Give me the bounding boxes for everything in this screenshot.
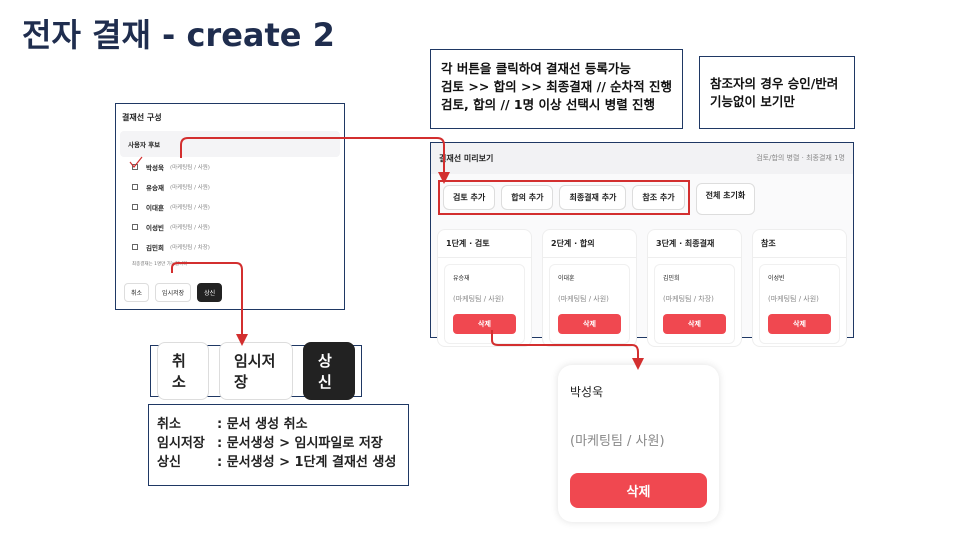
user-checkbox[interactable] bbox=[132, 204, 138, 210]
user-checkbox[interactable] bbox=[132, 224, 138, 230]
stage-title: 3단계 · 최종결재 bbox=[648, 230, 741, 258]
approver-name: 김민희 bbox=[663, 275, 680, 282]
approver-card: 김민희 (마케팅팀 / 차장) 삭제 bbox=[654, 264, 735, 344]
user-name: 김민희 bbox=[146, 244, 164, 252]
user-checkbox[interactable] bbox=[132, 184, 138, 190]
legend-key: 취소 bbox=[157, 417, 181, 432]
legend-desc: : 문서생성 > 1단계 결재선 생성 bbox=[217, 455, 397, 470]
note-line: 참조자의 경우 승인/반려 bbox=[710, 76, 839, 91]
approver-card-zoom: 박성욱 (마케팅팀 / 사원) 삭제 bbox=[558, 365, 719, 522]
note-line: 검토, 합의 // 1명 이상 선택시 병렬 진행 bbox=[441, 97, 656, 112]
user-dept: (마케팅팀 / 사원) bbox=[169, 185, 210, 191]
user-dept: (마케팅팀 / 사원) bbox=[169, 165, 210, 171]
submit-button[interactable]: 상신 bbox=[303, 342, 355, 400]
user-name: 이대훈 bbox=[146, 204, 164, 212]
delete-button[interactable]: 삭제 bbox=[453, 314, 516, 334]
approver-name: 유승재 bbox=[453, 275, 470, 282]
user-row[interactable]: 이성빈 (마케팅팀 / 사원) bbox=[116, 217, 344, 237]
buttons-zoom: 취소 임시저장 상신 bbox=[150, 342, 362, 400]
user-dept: (마케팅팀 / 차장) bbox=[169, 245, 210, 251]
save-draft-button[interactable]: 임시저장 bbox=[219, 342, 293, 400]
note-line: 검토 >> 합의 >> 최종결재 // 순차적 진행 bbox=[441, 79, 672, 94]
approver-dept: (마케팅팀 / 차장) bbox=[663, 295, 714, 303]
stage-title: 참조 bbox=[753, 230, 846, 258]
user-dept: (마케팅팀 / 사원) bbox=[169, 205, 210, 211]
add-review-button[interactable]: 검토 추가 bbox=[443, 185, 496, 210]
approver-card: 이성빈 (마케팅팀 / 사원) 삭제 bbox=[759, 264, 840, 344]
add-reference-button[interactable]: 참조 추가 bbox=[632, 185, 685, 210]
add-buttons-group: 검토 추가 합의 추가 최종결재 추가 참조 추가 bbox=[438, 180, 690, 215]
user-name: 이성빈 bbox=[146, 224, 164, 232]
save-draft-button[interactable]: 임시저장 bbox=[155, 283, 192, 302]
user-name: 박성욱 bbox=[146, 164, 164, 172]
add-agreement-button[interactable]: 합의 추가 bbox=[501, 185, 554, 210]
submit-button[interactable]: 상신 bbox=[197, 283, 223, 302]
cancel-button[interactable]: 취소 bbox=[124, 283, 150, 302]
legend-row: 상신 : 문서생성 > 1단계 결재선 생성 bbox=[157, 453, 400, 472]
stage-title: 1단계 · 검토 bbox=[438, 230, 531, 258]
cancel-button[interactable]: 취소 bbox=[157, 342, 209, 400]
delete-button[interactable]: 삭제 bbox=[558, 314, 621, 334]
reset-all-button[interactable]: 전체 초기화 bbox=[695, 183, 756, 215]
approval-line-panel: 결재선 구성 사용자 후보 박성욱 (마케팅팀 / 사원) 유승재 (마케팅팀 / 사… bbox=[115, 103, 345, 310]
note-line: 기능없이 보기만 bbox=[710, 94, 795, 109]
approver-name: 박성욱 bbox=[570, 385, 604, 399]
hint-text: 최종결재는 1명만 가능합니다 bbox=[132, 262, 188, 267]
user-row[interactable]: 이대훈 (마케팅팀 / 사원) bbox=[116, 197, 344, 217]
user-name: 유승재 bbox=[146, 184, 164, 192]
approver-dept: (마케팅팀 / 사원) bbox=[558, 295, 609, 303]
user-checkbox[interactable] bbox=[132, 164, 138, 170]
delete-button[interactable]: 삭제 bbox=[768, 314, 831, 334]
legend-key: 임시저장 bbox=[157, 436, 205, 451]
candidates-header: 사용자 후보 bbox=[120, 131, 340, 157]
approver-card: 이대훈 (마케팅팀 / 사원) 삭제 bbox=[549, 264, 630, 344]
approver-dept: (마케팅팀 / 사원) bbox=[570, 434, 665, 449]
preview-heading: 결재선 미리보기 bbox=[439, 154, 494, 163]
add-final-approval-button[interactable]: 최종결재 추가 bbox=[559, 185, 627, 210]
user-row[interactable]: 박성욱 (마케팅팀 / 사원) bbox=[116, 157, 344, 177]
legend-desc: : 문서생성 > 임시파일로 저장 bbox=[217, 436, 383, 451]
panel-heading: 결재선 구성 bbox=[122, 113, 162, 122]
preview-panel: 결재선 미리보기 검토/합의 병렬 · 최종결재 1명 검토 추가 합의 추가 최… bbox=[430, 142, 854, 347]
delete-button[interactable]: 삭제 bbox=[570, 473, 707, 508]
legend-key: 상신 bbox=[157, 455, 181, 470]
legend-desc: : 문서 생성 취소 bbox=[217, 417, 308, 432]
preview-summary: 검토/합의 병렬 · 최종결재 1명 bbox=[756, 154, 845, 162]
approver-name: 이대훈 bbox=[558, 275, 575, 282]
approver-dept: (마케팅팀 / 사원) bbox=[453, 295, 504, 303]
approver-card: 유승재 (마케팅팀 / 사원) 삭제 bbox=[444, 264, 525, 344]
instruction-note: 각 버튼을 클릭하여 결재선 등록가능 검토 >> 합의 >> 최종결재 // … bbox=[430, 49, 683, 129]
approver-name: 이성빈 bbox=[768, 275, 785, 282]
legend-row: 임시저장 : 문서생성 > 임시파일로 저장 bbox=[157, 434, 400, 453]
page-title: 전자 결재 - create 2 bbox=[22, 16, 335, 54]
user-checkbox[interactable] bbox=[132, 244, 138, 250]
delete-button[interactable]: 삭제 bbox=[663, 314, 726, 334]
user-row[interactable]: 유승재 (마케팅팀 / 사원) bbox=[116, 177, 344, 197]
approver-dept: (마케팅팀 / 사원) bbox=[768, 295, 819, 303]
user-dept: (마케팅팀 / 사원) bbox=[169, 225, 210, 231]
reference-note: 참조자의 경우 승인/반려 기능없이 보기만 bbox=[699, 56, 855, 129]
legend-row: 취소 : 문서 생성 취소 bbox=[157, 415, 400, 434]
stage-title: 2단계 · 합의 bbox=[543, 230, 636, 258]
note-line: 각 버튼을 클릭하여 결재선 등록가능 bbox=[441, 61, 631, 76]
user-row[interactable]: 김민희 (마케팅팀 / 차장) bbox=[116, 237, 344, 257]
